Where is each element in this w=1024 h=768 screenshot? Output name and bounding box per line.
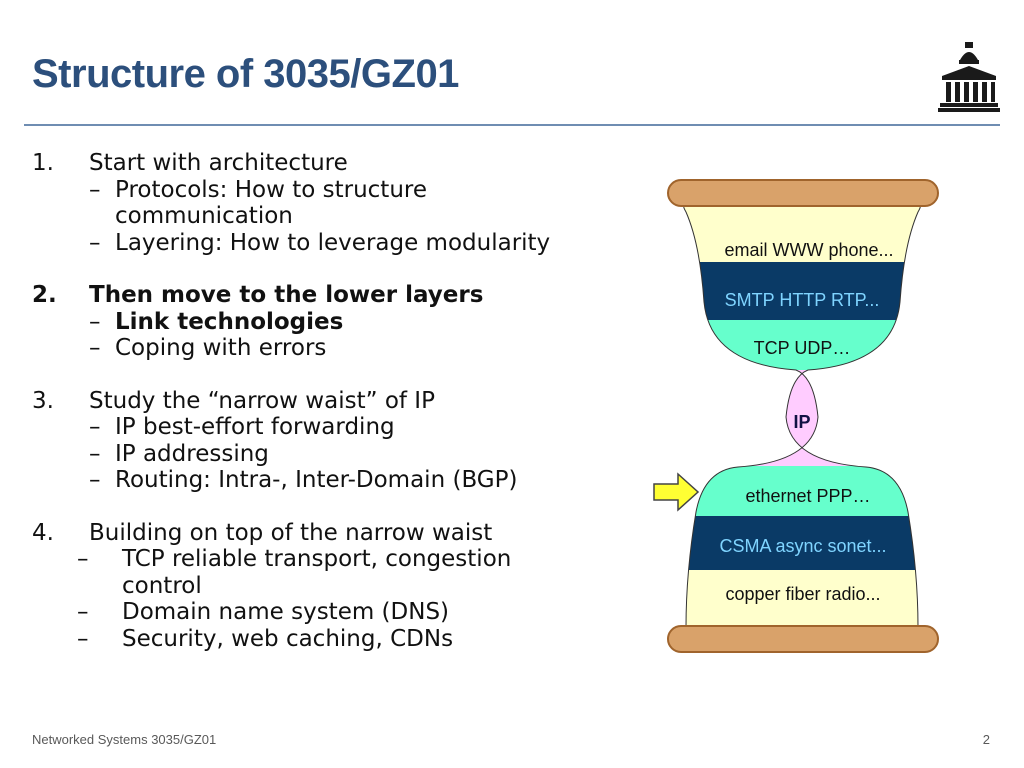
subitem-line: IP best-effort forwarding [115,414,395,440]
subitem-line: control [122,572,202,599]
subitem-line: Routing: Intra-, Inter-Domain (BGP) [115,467,518,493]
layer-link-label: ethernet PPP… [745,486,870,506]
outline-subitem: – Protocols: How to structure communicat… [89,177,612,230]
outline-item-number: 4. [32,519,54,546]
hourglass-diagram: email WWW phone... SMTP HTTP RTP... TCP … [653,179,939,653]
subitem-line: Domain name system (DNS) [122,599,450,625]
layer-app-protocols-label: SMTP HTTP RTP... [725,290,880,310]
top-wood-plank [667,179,939,207]
layer-mac-label: CSMA async sonet... [719,536,886,556]
bottom-wood-plank [667,625,939,653]
layer-link-band [683,466,921,516]
layer-physical-label: copper fiber radio... [725,584,880,604]
subitem-line: Protocols: How to structure [115,176,427,203]
subitem-line: communication [115,203,293,229]
outline-subitem: – Domain name system (DNS) [77,599,612,626]
outline-item-number: 2. [32,282,57,308]
outline-item-text: Study the “narrow waist” of IP [89,387,435,414]
dash-bullet: – [89,335,101,361]
layer-applications-band [683,202,921,262]
outline-list: 1. Start with architecture – Protocols: … [32,150,612,652]
outline-subitem: – Routing: Intra-, Inter-Domain (BGP) [89,467,612,494]
page-number: 2 [982,732,990,747]
layer-physical-band [683,570,921,627]
outline-subitem: – Link technologies [89,309,612,336]
outline-subitem: – Coping with errors [89,335,612,362]
outline-subitem: – IP addressing [89,441,612,468]
outline-item-number: 3. [32,387,54,414]
dash-bullet: – [89,414,101,440]
outline-subitem: – TCP reliable transport, congestion con… [77,546,612,599]
subitem-line: Link technologies [115,308,344,335]
outline-item-4: 4. Building on top of the narrow waist –… [32,520,612,653]
layer-applications-label: email WWW phone... [724,240,893,260]
outline-subitem: – Security, web caching, CDNs [77,626,612,653]
dash-bullet: – [89,229,101,256]
subitem-line: Layering: How to leverage modularity [115,229,551,256]
outline-subitem: – IP best-effort forwarding [89,414,612,441]
layer-network-label: IP [793,412,810,432]
subitem-line: Coping with errors [115,335,327,361]
dash-bullet: – [89,308,101,335]
title-divider [24,124,1000,126]
outline-item-3: 3. Study the “narrow waist” of IP – IP b… [32,388,612,494]
layer-mac-band [683,516,921,570]
slide-title: Structure of 3035/GZ01 [32,52,459,96]
layer-transport-label: TCP UDP… [754,338,851,358]
pointer-arrow-icon [653,472,700,512]
dash-bullet: – [77,599,89,625]
subitem-line: TCP reliable transport, congestion [122,546,512,572]
outline-item-text: Building on top of the narrow waist [89,519,493,546]
outline-item-2: 2. Then move to the lower layers – Link … [32,282,612,362]
outline-item-text: Start with architecture [89,150,348,176]
university-portico-logo [938,42,1000,112]
outline-item-text: Then move to the lower layers [89,282,484,308]
outline-item-number: 1. [32,150,54,176]
subitem-line: Security, web caching, CDNs [122,625,454,652]
dash-bullet: – [77,546,89,572]
layer-app-protocols-band [683,262,921,320]
outline-item-1: 1. Start with architecture – Protocols: … [32,150,612,256]
dash-bullet: – [77,625,89,652]
outline-subitem: – Layering: How to leverage modularity [89,230,612,257]
dash-bullet: – [89,467,101,493]
dash-bullet: – [89,176,101,203]
slide-footer: Networked Systems 3035/GZ01 [32,732,217,747]
dash-bullet: – [89,440,101,467]
subitem-line: IP addressing [115,440,269,467]
